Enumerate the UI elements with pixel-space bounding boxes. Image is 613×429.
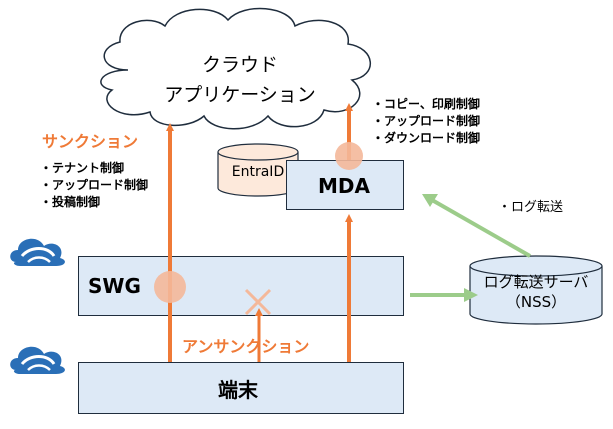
mda-label: MDA <box>318 174 370 198</box>
terminal-box <box>78 362 404 414</box>
zscaler-cloud-icon <box>10 346 65 374</box>
swg-label: SWG <box>88 274 141 298</box>
cloud-app-label: クラウド アプリケーション <box>150 50 330 110</box>
log-transfer-text: ログ転送 <box>511 200 564 215</box>
mda-controls-list: コピー、印刷制御 アップロード制御 ダウンロード制御 <box>372 96 480 147</box>
log-server-to-mda-arrow <box>431 198 531 258</box>
terminal-label: 端末 <box>218 378 258 402</box>
sanction-list: テナント制御 アップロード制御 投稿制御 <box>40 160 148 211</box>
sanction-item: アップロード制御 <box>40 177 148 194</box>
mda-inspection-circle <box>335 142 363 170</box>
mda-control-item: ダウンロード制御 <box>372 130 480 147</box>
zscaler-cloud-icon <box>10 238 65 266</box>
sanction-item: テナント制御 <box>40 160 148 177</box>
unsanction-label: アンサンクション <box>182 337 310 356</box>
entraid-label: EntraID <box>231 164 285 180</box>
cloud-line2: アプリケーション <box>164 84 316 106</box>
log-server-line2: （NSS） <box>505 293 567 311</box>
swg-inspection-circle <box>154 271 186 303</box>
log-transfer-label: ・ログ転送 <box>498 200 564 215</box>
cloud-line1: クラウド <box>201 54 278 76</box>
mda-control-item: コピー、印刷制御 <box>372 96 480 113</box>
block-x-icon <box>244 288 272 316</box>
sanction-title: サンクション <box>42 132 139 151</box>
cloud-shape <box>100 7 371 130</box>
log-server-label: ログ転送サーバ （NSS） <box>470 272 602 312</box>
mda-control-item: アップロード制御 <box>372 113 480 130</box>
sanction-item: 投稿制御 <box>40 194 148 211</box>
log-server-cylinder <box>469 255 603 325</box>
log-server-line1: ログ転送サーバ <box>483 273 589 291</box>
